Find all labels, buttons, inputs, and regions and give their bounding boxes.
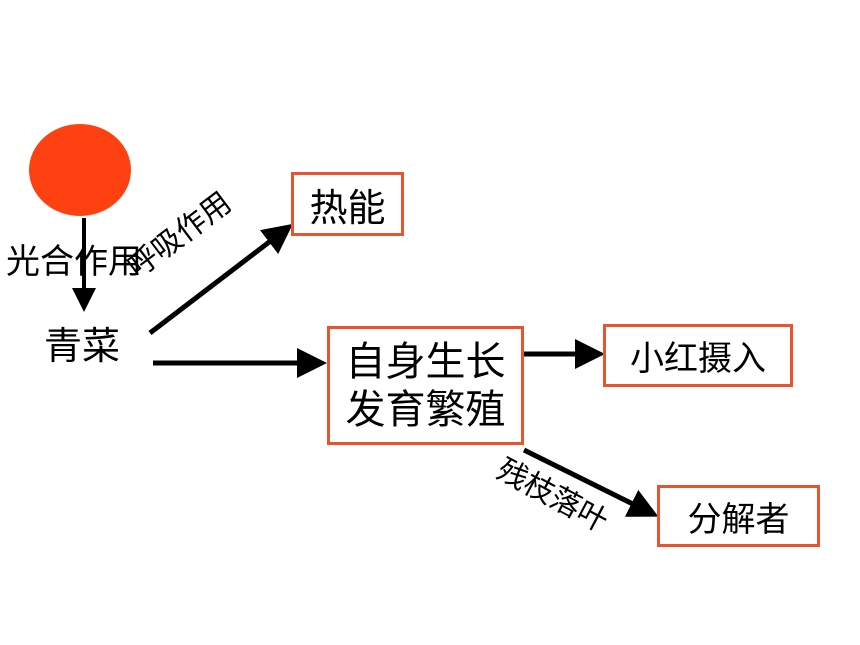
xiaohong-box: 小红摄入 — [603, 324, 793, 387]
photosynthesis-label: 光合作用 — [6, 242, 142, 282]
growth-text-line2: 发育繁殖 — [345, 386, 506, 433]
sun-circle — [29, 124, 131, 216]
arrow-vegetable-to-heat — [148, 223, 293, 335]
xiaohong-text: 小红摄入 — [630, 339, 766, 379]
arrow-growth-to-decomposer — [522, 447, 659, 517]
growth-text-line1: 自身生长 — [345, 338, 506, 385]
decomposer-box: 分解者 — [657, 485, 820, 547]
decomposer-text: 分解者 — [687, 499, 790, 540]
heat-box: 热能 — [291, 172, 404, 236]
growth-box: 自身生长 发育繁殖 — [327, 326, 524, 445]
vegetable-label: 青菜 — [44, 324, 121, 368]
heat-text: 热能 — [309, 185, 386, 230]
